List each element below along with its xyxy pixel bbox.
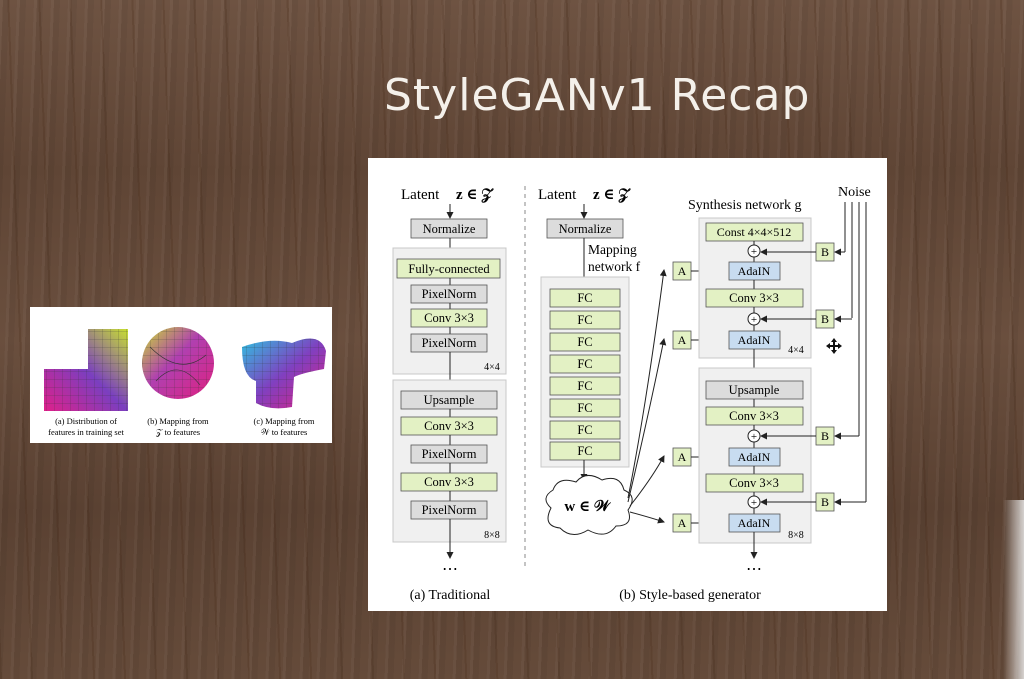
caption-b-line2: 𝒵 to features [156, 427, 200, 437]
feature-mapping-illustration: (a) Distribution of features in training… [44, 327, 326, 437]
synth-res-8x8: 8×8 [788, 530, 804, 541]
screen-glare [1003, 500, 1024, 679]
a-label-2: A [678, 333, 687, 347]
w-latent-label: w ∈ 𝒲 [564, 499, 611, 515]
style-caption: (b) Style-based generator [619, 588, 761, 603]
b-label-4: B [821, 495, 829, 509]
a-label-4: A [678, 516, 687, 530]
noise-inputs: B B B B [760, 202, 867, 512]
trad-pixelnorm-label-3: PixelNorm [422, 447, 477, 461]
trad-fc-box [396, 258, 501, 279]
b-label-3: B [821, 429, 829, 443]
distribution-shape [44, 329, 128, 411]
fc-label-1: FC [577, 291, 592, 305]
caption-c-line2: 𝒲 to features [261, 427, 308, 437]
style-latent-math: z ∈ 𝒵 [593, 187, 631, 203]
trad-caption: (a) Traditional [410, 588, 491, 603]
mapping-label-1: Mapping [588, 242, 637, 257]
trad-normalize-label: Normalize [423, 222, 476, 236]
trad-normalize-box [410, 218, 488, 239]
mapping-label-2: network f [588, 259, 641, 274]
noise-label: Noise [838, 185, 871, 200]
fc-box-7 [549, 420, 621, 440]
architecture-figure: Latent z ∈ 𝒵 Normalize Fully-connected P… [368, 158, 887, 611]
style-ellipsis: ⋯ [746, 561, 762, 578]
fc-box-6 [549, 398, 621, 418]
trad-res-8x8: 8×8 [484, 530, 500, 541]
style-normalize-box [546, 218, 624, 239]
fc-label-6: FC [577, 401, 592, 415]
slide-title: StyleGANv1 Recap [384, 70, 811, 121]
trad-conv-box-1 [410, 308, 488, 328]
z-mapping-shape [142, 327, 214, 399]
stylegan-architecture-diagram: Latent z ∈ 𝒵 Normalize Fully-connected P… [392, 185, 871, 603]
w-latent-cloud [545, 475, 633, 535]
trad-pixelnorm-label-1: PixelNorm [422, 287, 477, 301]
move-cursor-icon [826, 338, 842, 354]
fc-stack: FC FC FC FC FC FC FC FC [549, 288, 621, 461]
trad-fc-label: Fully-connected [408, 262, 490, 276]
fc-box-4 [549, 354, 621, 374]
trad-pixelnorm-label-4: PixelNorm [422, 503, 477, 517]
trad-ellipsis: ⋯ [442, 561, 458, 578]
affine-a-boxes: A A A A [672, 261, 692, 533]
plus-1: + [751, 246, 757, 258]
synth-conv-label-1: Conv 3×3 [729, 291, 779, 305]
w-mapping-shape [242, 338, 326, 409]
caption-a-line2: features in training set [48, 427, 124, 437]
b-label-1: B [821, 245, 829, 259]
trad-pixelnorm-box-4 [410, 500, 488, 520]
fc-box-3 [549, 332, 621, 352]
trad-res-4x4: 4×4 [484, 362, 500, 373]
trad-pixelnorm-box-1 [410, 284, 488, 304]
trad-conv-box-3 [400, 472, 498, 492]
synth-conv-label-3: Conv 3×3 [729, 476, 779, 490]
fc-box-2 [549, 310, 621, 330]
plus-2: + [751, 314, 757, 326]
trad-latent-label: Latent [401, 187, 440, 203]
trad-conv-box-2 [400, 416, 498, 436]
fc-label-5: FC [577, 379, 592, 393]
trad-conv-label-1: Conv 3×3 [424, 311, 474, 325]
fc-label-3: FC [577, 335, 592, 349]
trad-latent-math: z ∈ 𝒵 [456, 187, 494, 203]
fc-box-1 [549, 288, 621, 308]
plus-3: + [751, 431, 757, 443]
style-based-network: Latent z ∈ 𝒵 Normalize Mapping network f… [538, 185, 871, 603]
fc-label-4: FC [577, 357, 592, 371]
traditional-network: Latent z ∈ 𝒵 Normalize Fully-connected P… [392, 187, 507, 603]
synth-conv-label-2: Conv 3×3 [729, 409, 779, 423]
caption-a-line1: (a) Distribution of [55, 416, 117, 426]
feature-mapping-inset: (a) Distribution of features in training… [30, 307, 332, 443]
trad-pixelnorm-box-2 [410, 333, 488, 353]
trad-conv-label-2: Conv 3×3 [424, 419, 474, 433]
caption-b-line1: (b) Mapping from [147, 416, 209, 426]
trad-upsample-box [400, 390, 498, 410]
style-normalize-label: Normalize [559, 222, 612, 236]
caption-c-line1: (c) Mapping from [254, 416, 315, 426]
fc-box-8 [549, 441, 621, 461]
style-latent-label: Latent [538, 187, 577, 203]
trad-pixelnorm-box-3 [410, 444, 488, 464]
synth-res-4x4: 4×4 [788, 345, 804, 356]
fc-box-5 [549, 376, 621, 396]
fc-label-7: FC [577, 423, 592, 437]
synthesis-label: Synthesis network g [688, 198, 802, 213]
fc-label-8: FC [577, 444, 592, 458]
synth-upsample-label: Upsample [729, 383, 780, 397]
a-label-3: A [678, 450, 687, 464]
b-label-2: B [821, 312, 829, 326]
trad-conv-label-3: Conv 3×3 [424, 475, 474, 489]
trad-pixelnorm-label-2: PixelNorm [422, 336, 477, 350]
fc-label-2: FC [577, 313, 592, 327]
adain-label-4: AdaIN [738, 516, 771, 530]
trad-upsample-label: Upsample [424, 393, 475, 407]
adain-label-3: AdaIN [738, 450, 771, 464]
adain-label-2: AdaIN [738, 333, 771, 347]
const-label: Const 4×4×512 [717, 225, 792, 239]
a-label-1: A [678, 264, 687, 278]
adain-label-1: AdaIN [738, 264, 771, 278]
plus-4: + [751, 497, 757, 509]
